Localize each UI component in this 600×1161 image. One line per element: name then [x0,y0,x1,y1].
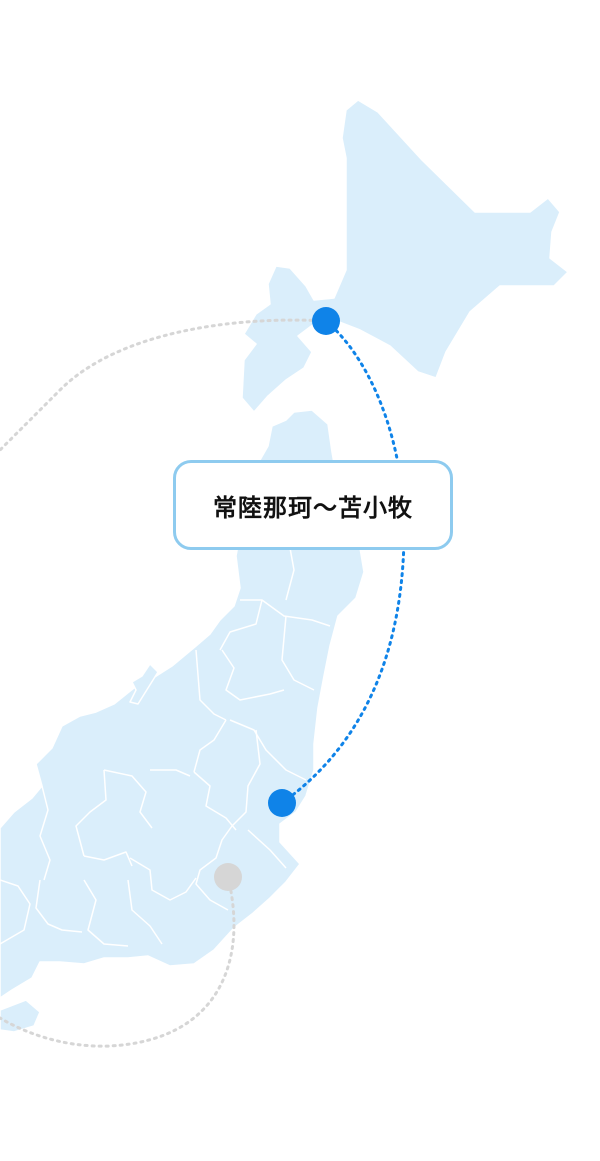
island-hokkaido [241,99,569,413]
route-lines [0,318,406,1048]
port-hitachinaka-marker[interactable] [268,789,296,817]
active-route-tomakomai-hitachinaka [280,319,406,805]
island-honshu [0,409,365,999]
route-label-box[interactable]: 常陸那珂〜苫小牧 [173,460,453,550]
inactive-route-north [0,318,328,452]
port-inactive-marker[interactable] [214,863,242,891]
port-tomakomai-marker[interactable] [312,307,340,335]
prefecture-borders [0,547,331,947]
route-label-text: 常陸那珂〜苫小牧 [213,493,413,522]
inactive-route-south [0,875,236,1048]
island-sado [129,663,159,705]
